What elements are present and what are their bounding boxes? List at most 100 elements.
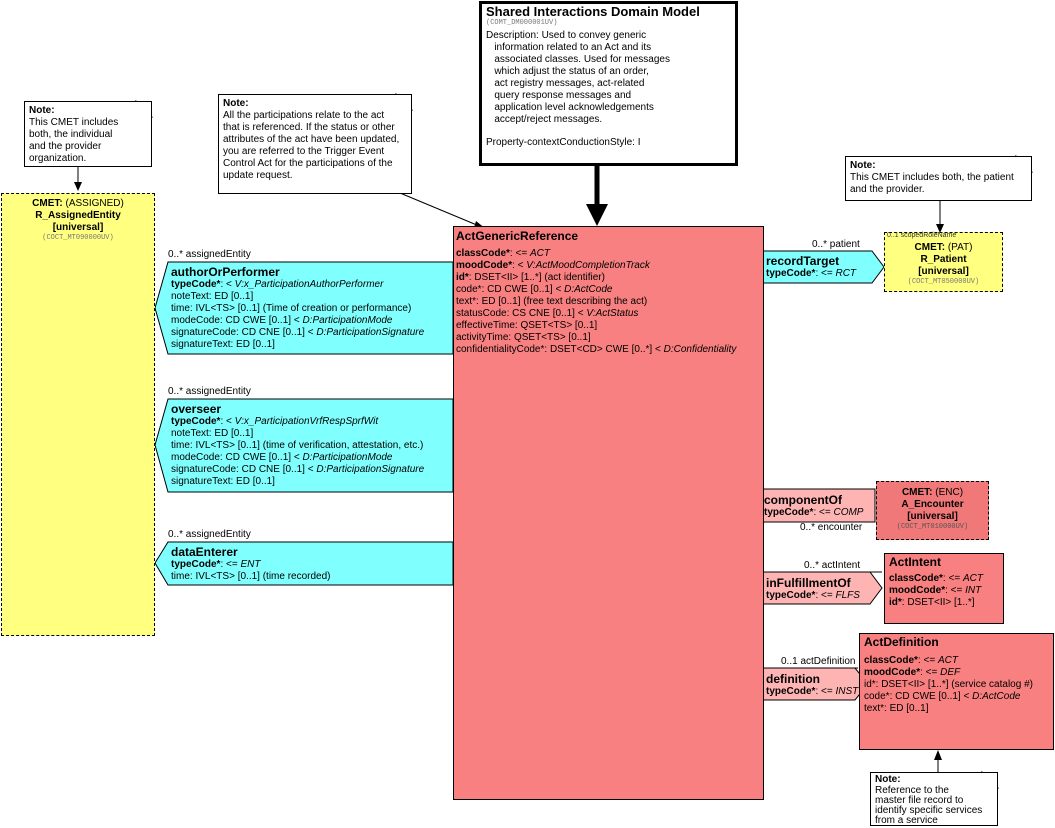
note-left: Note: This CMET includes both, the indiv…: [24, 101, 152, 167]
attr-bold: typeCode*: [766, 590, 816, 601]
cmet-code: (COCT_MT050000UV): [907, 278, 980, 286]
attribute-line: id*: DSET<II> [1..*]: [889, 597, 999, 609]
attr-text: code*: CD CWE [0..1] <: [456, 284, 565, 295]
note-line: you are referred to the Trigger Event: [223, 146, 385, 157]
model-desc-line: act registry messages, act-related: [486, 78, 645, 89]
attr-bold: typeCode*: [171, 279, 221, 290]
attr-text: : <=: [917, 655, 938, 666]
attribute-line: moodCode*: < V:ActMoodCompletionTrack: [456, 260, 761, 272]
attr-text: signatureText: ED [0..1]: [171, 476, 275, 487]
attr-bold: typeCode*: [766, 686, 816, 697]
attr-italic: INST: [835, 686, 859, 697]
note-line: update request.: [223, 170, 293, 181]
author-or-performer: authorOrPerformer typeCode*: < V:x_Parti…: [171, 265, 451, 351]
attr-italic: V:x_ParticipationAuthorPerformer: [234, 279, 384, 290]
overseer: overseer typeCode*: < V:x_ParticipationV…: [171, 402, 451, 488]
attr-italic: ACT: [962, 573, 983, 584]
attribute-line: classCode*: <= ACT: [889, 573, 999, 585]
note-line: that is referenced. If the status or oth…: [223, 122, 395, 133]
attribute-line: moodCode*: <= DEF: [864, 667, 1049, 679]
cmet-prefix: CMET:: [914, 242, 946, 253]
recordtarget-assoc-label: 0..* patient: [812, 239, 860, 250]
attribute-line: text*: ED [0..1] (free text describing t…: [456, 296, 761, 308]
attr-text: : <=: [813, 507, 834, 518]
participation-title: componentOf: [764, 493, 842, 507]
participation-attributes: typeCode*: < V:x_ParticipationVrfRespSpr…: [171, 416, 451, 488]
attr-italic: D:ParticipationSignature: [316, 464, 425, 475]
attribute-line: signatureText: ED [0..1]: [171, 476, 451, 488]
attr-text: confidentialityCode*: DSET<CD> CWE [0..*…: [456, 344, 664, 355]
attribute-line: signatureCode: CD CNE [0..1] < D:Partici…: [171, 327, 451, 339]
cmet-flavor: [universal]: [907, 511, 958, 522]
attribute-line: classCode*: <= ACT: [864, 655, 1049, 667]
note-mid-connector: [399, 192, 485, 229]
note-bottom: Note: Reference to the master file recor…: [870, 772, 998, 826]
attribute-line: time: IVL<TS> [0..1] (time of verificati…: [171, 440, 451, 452]
cmet-patient: 0..1 scopedRoleName CMET: (PAT) R_Patien…: [884, 232, 1003, 292]
attribute-line: text*: ED [0..1]: [864, 703, 1049, 715]
participation-attribute: typeCode*: <= RCT: [766, 268, 876, 280]
note-line: Control Act for the participations of th…: [223, 158, 393, 169]
attribute-line: time: IVL<TS> [0..1] (Time of creation o…: [171, 303, 451, 315]
attr-text: : <: [220, 416, 235, 427]
model-title: Shared Interactions Domain Model: [486, 4, 700, 19]
participation-title: dataEnterer: [171, 545, 238, 559]
attr-text: time: IVL<TS> [0..1] (time of verificati…: [171, 440, 424, 451]
author-assoc-label: 0..* assignedEntity: [168, 249, 251, 260]
class-title: ActGenericReference: [456, 229, 579, 243]
model-style: Property-contextConductionStyle: I: [486, 137, 641, 148]
model-desc-line: information related to an Act and its: [486, 42, 652, 53]
attr-text: text*: ED [0..1] (free text describing t…: [456, 296, 648, 307]
model-desc-line: application level acknowledgements: [486, 102, 654, 113]
attr-text: code*: CD CWE [0..1] <: [864, 691, 973, 702]
participation-attributes: typeCode*: < V:x_ParticipationAuthorPerf…: [171, 279, 451, 351]
note-line: organization.: [29, 153, 87, 164]
attr-text: : <=: [815, 590, 836, 601]
attr-text: signatureCode: CD CNE [0..1] <: [171, 464, 317, 475]
participation-attribute: typeCode*: <= FLFS: [766, 590, 876, 602]
attr-italic: D:Confidentiality: [663, 344, 737, 355]
attr-text: : DSET<II> [1..*] (act identifier): [468, 272, 605, 283]
note-line: This CMET includes both, the patient: [850, 172, 1014, 183]
model-desc-line: associated classes. Used for messages: [486, 54, 670, 65]
attr-text: : <: [220, 279, 235, 290]
attribute-line: classCode*: <= ACT: [456, 248, 761, 260]
cmet-name: A_Encounter: [901, 499, 964, 510]
attribute-line: typeCode*: <= ENT: [171, 559, 451, 571]
attr-text: text*: ED [0..1]: [864, 703, 929, 714]
in-fulfillment-of: inFulfillmentOf typeCode*: <= FLFS: [766, 576, 876, 602]
cmet-flavor: [universal]: [52, 222, 104, 233]
attribute-line: modeCode: CD CWE [0..1] < D:Participatio…: [171, 315, 451, 327]
attr-bold: moodCode*: [456, 260, 513, 271]
attr-text: time: IVL<TS> [0..1] (Time of creation o…: [171, 303, 412, 314]
attr-bold: classCode*: [889, 573, 943, 584]
participation-title: inFulfillmentOf: [766, 576, 851, 590]
attr-text: id*: DSET<II> [1..*] (service catalog #): [864, 679, 1033, 690]
attr-bold: moodCode*: [864, 667, 921, 678]
class-title: ActDefinition: [864, 635, 939, 649]
componentof-assoc-label: 0..* encounter: [800, 522, 863, 533]
cmet-name: R_AssignedEntity: [35, 210, 121, 221]
attribute-line: typeCode*: < V:x_ParticipationAuthorPerf…: [171, 279, 451, 291]
attribute-line: confidentialityCode*: DSET<CD> CWE [0..*…: [456, 344, 761, 356]
model-description: Description: Used to convey generic info…: [486, 30, 731, 126]
attr-text: : <=: [942, 573, 963, 584]
model-code: (COMT_DM000001UV): [486, 19, 558, 27]
attr-italic: FLFS: [835, 590, 860, 601]
attr-text: noteText: ED [0..1]: [171, 428, 254, 439]
dataenterer-assoc-label: 0..* assignedEntity: [168, 529, 251, 540]
attr-italic: V:ActMoodCompletionTrack: [526, 260, 650, 271]
attr-text: noteText: ED [0..1]: [171, 291, 254, 302]
attr-italic: D:ActCode: [972, 691, 1021, 702]
attr-bold: moodCode*: [889, 585, 946, 596]
cmet-prefix: CMET:: [901, 487, 933, 498]
note-bottom-head: Note:: [875, 774, 901, 785]
cmet-encounter: CMET: (ENC) A_Encounter [universal] (COC…: [876, 481, 989, 540]
attr-italic: V:ActStatus: [586, 308, 639, 319]
infulfillment-assoc-label: 0..* actIntent: [804, 560, 861, 571]
class-title: ActIntent: [889, 555, 941, 569]
